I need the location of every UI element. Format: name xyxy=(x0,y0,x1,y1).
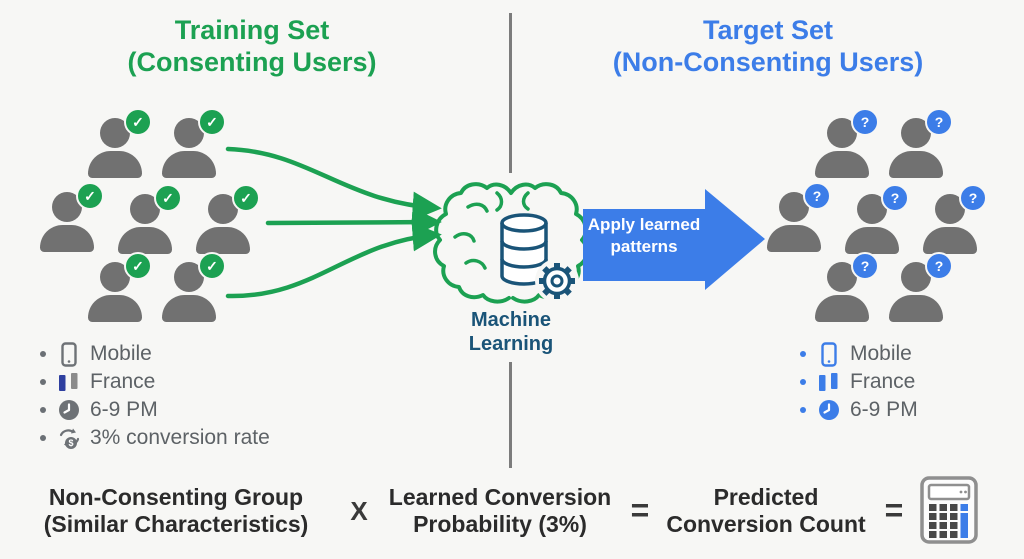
training-set-title: Training Set (Consenting Users) xyxy=(100,14,404,78)
equals-sign: = xyxy=(884,492,904,528)
equals-sign: = xyxy=(630,492,650,528)
bullet-dot xyxy=(40,407,46,413)
formula-term1-line1: Non-Consenting Group xyxy=(48,484,304,510)
svg-text:$: $ xyxy=(68,438,73,448)
training-title-line2: (Consenting Users) xyxy=(127,47,377,77)
clock-icon xyxy=(56,397,82,423)
question-icon: ? xyxy=(925,108,953,136)
apply-arrow-line1: Apply learned xyxy=(587,215,701,234)
bullet-dot xyxy=(40,351,46,357)
divider-bottom xyxy=(509,362,512,468)
trait-row: 6-9 PM xyxy=(800,396,1024,424)
target-traits-list: Mobile France 6-9 PM xyxy=(800,340,1024,424)
target-set-title: Target Set (Non-Consenting Users) xyxy=(590,14,946,78)
trait-label: 6-9 PM xyxy=(90,398,158,421)
ml-label-line2: Learning xyxy=(468,333,554,355)
target-title-line2: (Non-Consenting Users) xyxy=(612,47,924,77)
user-icon: ? xyxy=(767,182,831,252)
question-icon: ? xyxy=(881,184,909,212)
bullet-dot xyxy=(800,379,806,385)
trait-label: Mobile xyxy=(90,342,152,365)
question-icon: ? xyxy=(851,252,879,280)
conversion-rate-icon: $ xyxy=(56,425,82,451)
bullet-dot xyxy=(800,407,806,413)
multiply-sign: X xyxy=(350,496,368,526)
user-icon: ✓ xyxy=(162,252,226,322)
user-icon: ? xyxy=(923,184,987,254)
check-icon: ✓ xyxy=(198,108,226,136)
user-icon: ✓ xyxy=(88,252,152,322)
user-icon: ? xyxy=(815,252,879,322)
user-icon: ? xyxy=(845,184,909,254)
trait-row: 6-9 PM xyxy=(40,396,340,424)
bullet-dot xyxy=(40,379,46,385)
trait-label: France xyxy=(90,370,156,393)
trait-label: Mobile xyxy=(850,342,912,365)
target-title-line1: Target Set xyxy=(702,15,834,45)
formula-term-predicted-count: Predicted Conversion Count xyxy=(660,484,872,538)
bullet-dot xyxy=(800,351,806,357)
formula-term2-line1: Learned Conversion xyxy=(388,484,612,510)
user-icon: ✓ xyxy=(88,108,152,178)
machine-learning-label: Machine Learning xyxy=(436,308,586,356)
user-icon: ✓ xyxy=(40,182,104,252)
calculator-icon xyxy=(920,476,978,544)
check-icon: ✓ xyxy=(124,108,152,136)
formula-term3-line1: Predicted xyxy=(713,484,819,510)
bullet-dot xyxy=(40,435,46,441)
training-users-cluster: ✓ ✓ ✓ ✓ ✓ ✓ ✓ xyxy=(35,108,260,330)
question-icon: ? xyxy=(959,184,987,212)
question-icon: ? xyxy=(851,108,879,136)
formula-term3-line2: Conversion Count xyxy=(666,511,866,537)
formula-term1-line2: (Similar Characteristics) xyxy=(43,511,309,537)
check-icon: ✓ xyxy=(76,182,104,210)
user-icon: ? xyxy=(889,108,953,178)
user-icon: ? xyxy=(889,252,953,322)
question-icon: ? xyxy=(925,252,953,280)
clock-icon xyxy=(816,397,842,423)
formula-term2-line2: Probability (3%) xyxy=(413,511,587,537)
formula-term-learned-probability: Learned Conversion Probability (3%) xyxy=(386,484,614,538)
mobile-icon xyxy=(56,341,82,367)
trait-row: Mobile xyxy=(40,340,340,368)
trait-label: 3% conversion rate xyxy=(90,426,270,449)
trait-label: 6-9 PM xyxy=(850,398,918,421)
check-icon: ✓ xyxy=(232,184,260,212)
user-icon: ? xyxy=(815,108,879,178)
trait-label: France xyxy=(850,370,916,393)
france-flag-icon xyxy=(816,369,842,395)
user-icon: ✓ xyxy=(196,184,260,254)
apply-arrow-line2: patterns xyxy=(610,237,678,256)
check-icon: ✓ xyxy=(198,252,226,280)
check-icon: ✓ xyxy=(154,184,182,212)
question-icon: ? xyxy=(803,182,831,210)
training-title-line1: Training Set xyxy=(174,15,330,45)
trait-row: Mobile xyxy=(800,340,1024,368)
apply-arrow-label: Apply learned patterns xyxy=(583,214,705,258)
mobile-icon xyxy=(816,341,842,367)
user-icon: ✓ xyxy=(118,184,182,254)
target-users-cluster: ? ? ? ? ? ? ? xyxy=(762,108,987,330)
divider-top xyxy=(509,13,512,173)
trait-row: France xyxy=(40,368,340,396)
france-flag-icon xyxy=(56,369,82,395)
trait-row: France xyxy=(800,368,1024,396)
ml-label-line1: Machine xyxy=(470,309,552,331)
check-icon: ✓ xyxy=(124,252,152,280)
user-icon: ✓ xyxy=(162,108,226,178)
training-traits-list: Mobile France 6-9 PM xyxy=(40,340,340,452)
trait-row: $ 3% conversion rate xyxy=(40,424,340,452)
gear-icon xyxy=(535,259,579,303)
formula-term-nonconsenting-group: Non-Consenting Group (Similar Characteri… xyxy=(20,484,332,538)
brain-icon xyxy=(433,182,589,304)
database-icon xyxy=(500,213,548,286)
